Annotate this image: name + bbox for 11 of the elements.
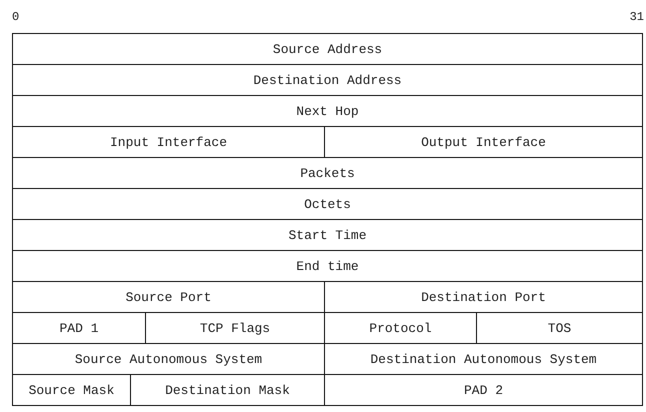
field-cell: Source Address: [12, 33, 643, 65]
field-cell: Source Mask: [12, 374, 131, 406]
bit-number: 31: [630, 10, 644, 24]
field-cell: PAD 2: [324, 374, 643, 406]
field-cell: Octets: [12, 188, 643, 220]
field-cell: Next Hop: [12, 95, 643, 127]
field-cell: Destination Address: [12, 64, 643, 96]
field-cell: Packets: [12, 157, 643, 189]
bit-number: 0: [12, 10, 20, 24]
field-cell: End time: [12, 250, 643, 282]
field-cell: Start Time: [12, 219, 643, 251]
